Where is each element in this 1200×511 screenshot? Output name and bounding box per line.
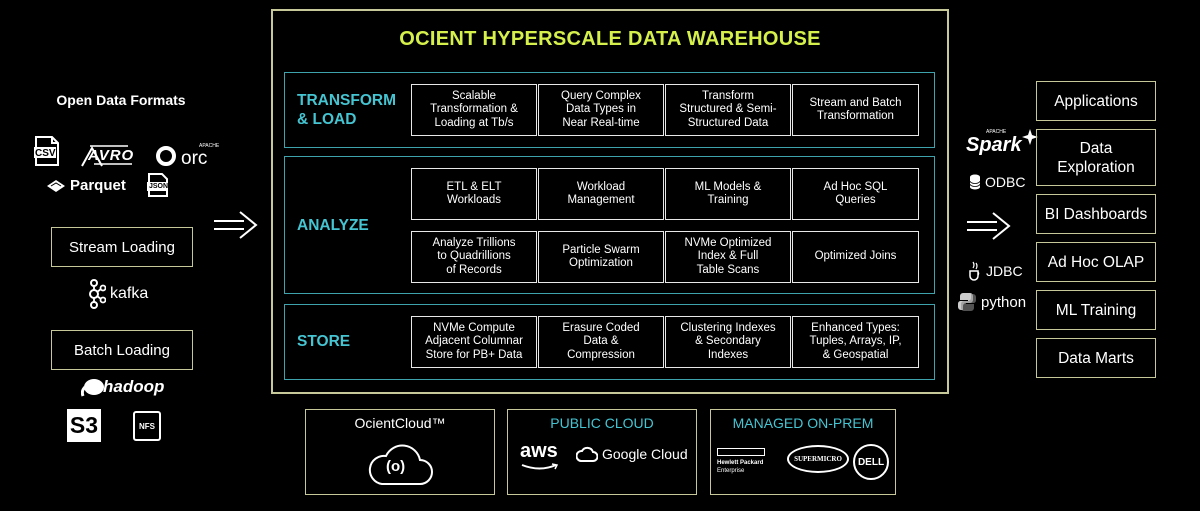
hadoop-elephant-icon [81, 379, 104, 397]
hpe-logo: Hewlett Packard Enterprise [717, 448, 765, 475]
python-label: python [981, 293, 1027, 311]
hpe-line1: Hewlett Packard [717, 460, 764, 466]
public-cloud-box: PUBLIC CLOUD aws Google Cloud [507, 409, 697, 495]
aws-smile-icon [521, 463, 559, 470]
cell-scalable-transformation: Scalable Transformation & Loading at Tb/… [411, 84, 537, 136]
google-cloud-icon [576, 446, 598, 462]
s3-logo: S3 [67, 409, 101, 442]
python-logo: python [957, 292, 1026, 312]
managed-on-prem-box: MANAGED ON-PREM Hewlett Packard Enterpri… [710, 409, 896, 495]
avro-label: AVRO [88, 147, 135, 164]
avro-logo: AVRO [80, 144, 138, 168]
cell-ad-hoc-sql: Ad Hoc SQL Queries [792, 168, 919, 220]
cell-transform-structured: Transform Structured & Semi- Structured … [665, 84, 791, 136]
orc-apache-label: APACHE [199, 143, 220, 149]
cell-clustering-indexes: Clustering Indexes & Secondary Indexes [665, 316, 791, 368]
spark-apache-label: APACHE [986, 129, 1007, 135]
output-bi-dashboards: BI Dashboards [1036, 194, 1156, 234]
hadoop-label: hadoop [103, 377, 165, 396]
warehouse-title: OCIENT HYPERSCALE DATA WAREHOUSE [399, 28, 821, 50]
google-cloud-logo: Google Cloud [576, 446, 688, 462]
cell-workload-management: Workload Management [538, 168, 664, 220]
ocient-cloud-box: OcientCloud™ (o) [305, 409, 495, 495]
cell-erasure-coded: Erasure Coded Data & Compression [538, 316, 664, 368]
json-label: JSON [149, 183, 169, 190]
analyze-section [284, 156, 935, 294]
aws-logo: aws [520, 440, 560, 471]
hpe-line2: Enterprise [717, 468, 745, 474]
orc-label: orc [181, 148, 208, 169]
cell-enhanced-types: Enhanced Types: Tuples, Arrays, IP, & Ge… [792, 316, 919, 368]
nfs-icon: NFS [133, 411, 161, 441]
cloud-icon [368, 444, 433, 485]
data-warehouse-frame [271, 9, 949, 394]
spark-label: Spark [966, 134, 1022, 156]
kafka-icon [89, 279, 106, 309]
spark-logo: APACHE Spark [966, 128, 1038, 156]
java-cup-icon [969, 261, 980, 281]
kafka-logo: kafka [88, 279, 148, 309]
batch-loading-box: Batch Loading [51, 330, 193, 370]
output-data-exploration: Data Exploration [1036, 129, 1156, 186]
stream-loading-box: Stream Loading [51, 227, 193, 267]
hpe-rect-icon [717, 448, 765, 456]
google-cloud-label: Google Cloud [602, 446, 688, 462]
open-data-formats-title: Open Data Formats [56, 92, 186, 108]
supermicro-label: SUPERMICRO [794, 455, 842, 463]
odbc-logo: ODBC [969, 174, 1025, 190]
odbc-label: ODBC [985, 174, 1026, 190]
analyze-label: ANALYZE [297, 217, 369, 234]
parquet-logo: Parquet [46, 177, 126, 194]
arrow-right-icon [214, 211, 258, 239]
cell-etl-elt: ETL & ELT Workloads [411, 168, 537, 220]
dell-label: DELL [857, 456, 885, 468]
cell-query-complex-types: Query Complex Data Types in Near Real-ti… [538, 84, 664, 136]
cell-ml-models: ML Models & Training [665, 168, 791, 220]
arrow-right-icon-2 [967, 212, 1011, 240]
cell-optimized-joins: Optimized Joins [792, 231, 919, 283]
output-data-marts: Data Marts [1036, 338, 1156, 378]
database-icon [969, 174, 981, 190]
dell-logo: DELL [853, 444, 889, 480]
supermicro-logo: SUPERMICRO [787, 445, 849, 473]
cell-nvme-optimized-index: NVMe Optimized Index & Full Table Scans [665, 231, 791, 283]
jdbc-label: JDBC [986, 263, 1023, 279]
cell-stream-batch-transformation: Stream and Batch Transformation [792, 84, 919, 136]
output-ad-hoc-olap: Ad Hoc OLAP [1036, 242, 1156, 282]
ocient-cloud-title: OcientCloud™ [354, 415, 446, 431]
parquet-label: Parquet [70, 177, 126, 194]
csv-label: CSV [35, 148, 56, 159]
store-section [284, 304, 935, 380]
jdbc-logo: JDBC [968, 261, 1023, 281]
cell-particle-swarm: Particle Swarm Optimization [538, 231, 664, 283]
output-ml-training: ML Training [1036, 290, 1156, 330]
csv-file-icon: CSV [34, 136, 60, 166]
nfs-label: NFS [139, 421, 155, 431]
orc-logo: APACHE orc [155, 144, 219, 168]
transform-load-label: TRANSFORM & LOAD [297, 92, 397, 128]
transform-load-section [284, 72, 935, 148]
cell-analyze-trillions: Analyze Trillions to Quadrillions of Rec… [411, 231, 537, 283]
ocient-logo-mark: (o) [386, 458, 406, 475]
s3-label: S3 [69, 412, 99, 438]
managed-on-prem-title: MANAGED ON-PREM [732, 415, 874, 431]
hadoop-logo: hadoop [81, 377, 164, 397]
json-file-icon: JSON [147, 173, 169, 197]
kafka-label: kafka [110, 285, 149, 302]
spark-star-icon [1021, 128, 1038, 145]
aws-label: aws [520, 440, 558, 462]
parquet-icon [47, 179, 65, 192]
python-icon [957, 293, 977, 311]
output-applications: Applications [1036, 81, 1156, 121]
store-label: STORE [297, 333, 351, 350]
public-cloud-title: PUBLIC CLOUD [550, 415, 654, 431]
cell-nvme-compute: NVMe Compute Adjacent Columnar Store for… [411, 316, 537, 368]
